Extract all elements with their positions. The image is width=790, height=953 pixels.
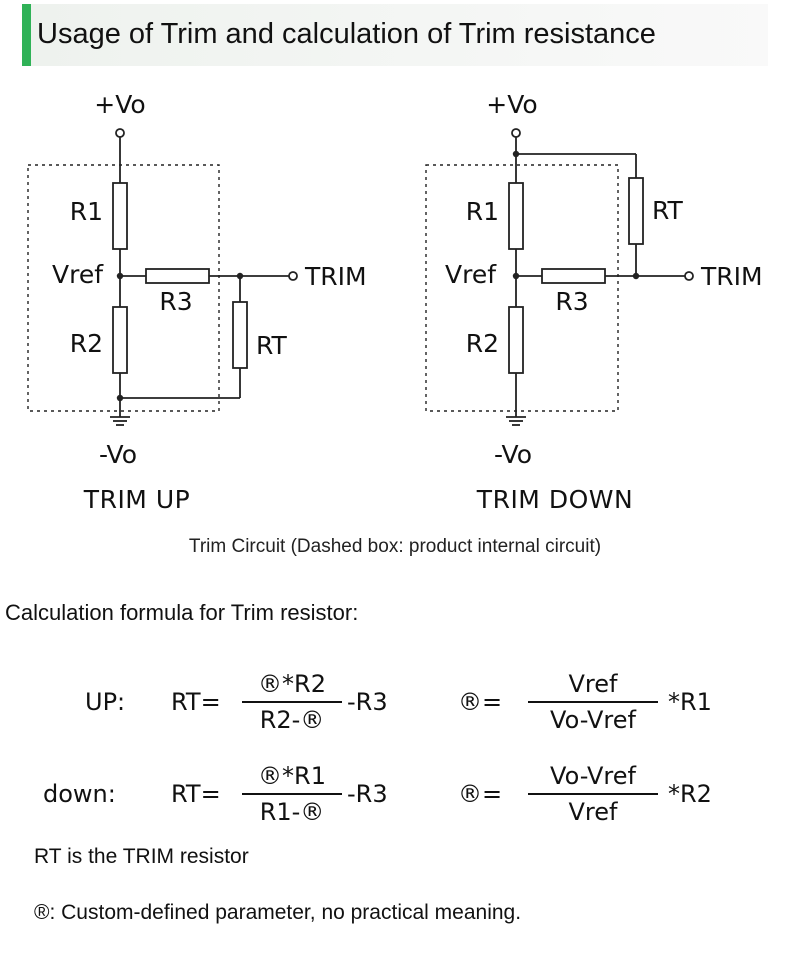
r3-label: R3	[159, 287, 192, 316]
vplus-label: +Vo	[486, 90, 537, 119]
trim-terminal	[288, 271, 298, 281]
vminus-label: -Vo	[99, 440, 137, 469]
down-r-denominator: Vref	[568, 798, 618, 826]
fraction-bar	[528, 793, 658, 795]
rt-label: RT	[256, 331, 288, 360]
r2-resistor	[508, 306, 524, 374]
trim-down-title: TRIM DOWN	[476, 485, 633, 514]
rt-resistor	[628, 177, 644, 245]
up-label: UP:	[85, 688, 126, 716]
internal-circuit-box	[27, 164, 220, 412]
diagram-caption: Trim Circuit (Dashed box: product intern…	[188, 536, 602, 557]
down-rt-lhs: RT=	[171, 780, 221, 808]
down-r-tail: *R2	[668, 780, 712, 808]
rt-resistor	[232, 301, 248, 369]
r3-label: R3	[555, 287, 588, 316]
note-rt: RT is the TRIM resistor	[34, 845, 249, 868]
trim-circuit-diagram: +Vo R1 Vref R3 R2 RT TRIM -Vo TRIM UP +V…	[27, 90, 763, 514]
trim-terminal	[684, 271, 694, 281]
fraction-bar	[242, 701, 342, 703]
r1-resistor	[112, 182, 128, 250]
down-r-numerator: Vo-Vref	[550, 762, 636, 790]
down-rt-fraction: ®*R1 R1-®	[242, 764, 342, 824]
trim-up-circuit	[27, 128, 298, 426]
vplus-label: +Vo	[94, 90, 145, 119]
down-rt-tail: -R3	[347, 780, 388, 808]
vref-label: Vref	[52, 260, 104, 289]
internal-circuit-box	[425, 164, 619, 412]
up-rt-numerator: ®*R2	[258, 670, 326, 698]
up-r-fraction: Vref Vo-Vref	[528, 672, 658, 732]
vminus-label: -Vo	[494, 440, 532, 469]
down-rt-denominator: R1-®	[259, 798, 325, 826]
rt-label: RT	[652, 196, 684, 225]
up-rt-lhs: RT=	[171, 688, 221, 716]
up-r-numerator: Vref	[568, 670, 618, 698]
fraction-bar	[242, 793, 342, 795]
down-label: down:	[43, 780, 116, 808]
vref-label: Vref	[445, 260, 497, 289]
r2-label: R2	[466, 329, 499, 358]
note-r: ®: Custom-defined parameter, no practica…	[34, 901, 522, 924]
trim-label: TRIM	[304, 262, 367, 291]
fraction-bar	[528, 701, 658, 703]
r3-resistor	[145, 268, 210, 284]
down-rt-numerator: ®*R1	[258, 762, 326, 790]
up-r-denominator: Vo-Vref	[550, 706, 636, 734]
up-rt-tail: -R3	[347, 688, 388, 716]
trim-up-title: TRIM UP	[83, 485, 190, 514]
r3-resistor	[541, 268, 606, 284]
r1-label: R1	[466, 197, 499, 226]
r1-label: R1	[70, 197, 103, 226]
r2-label: R2	[70, 329, 103, 358]
vplus-terminal	[511, 128, 521, 138]
down-r-fraction: Vo-Vref Vref	[528, 764, 658, 824]
formula-intro: Calculation formula for Trim resistor:	[5, 600, 359, 625]
up-r-tail: *R1	[668, 688, 712, 716]
up-rt-denominator: R2-®	[259, 706, 325, 734]
up-rt-fraction: ®*R2 R2-®	[242, 672, 342, 732]
page-title: Usage of Trim and calculation of Trim re…	[37, 18, 656, 50]
up-r-lhs: ®=	[458, 688, 503, 716]
section-header: Usage of Trim and calculation of Trim re…	[22, 4, 768, 66]
r1-resistor	[508, 182, 524, 250]
r2-resistor	[112, 306, 128, 374]
header-accent-bar	[22, 4, 31, 66]
trim-label: TRIM	[700, 262, 763, 291]
down-r-lhs: ®=	[458, 780, 503, 808]
vplus-terminal	[115, 128, 125, 138]
